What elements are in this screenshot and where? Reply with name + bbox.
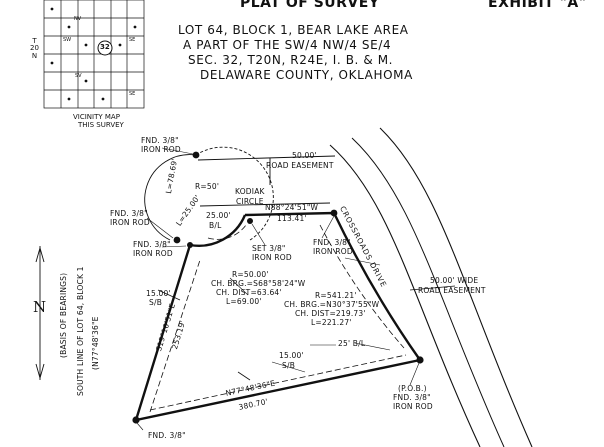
set-rod-1: SET 3/8"	[252, 244, 286, 253]
fnd-rod-left-2: IRON ROD	[110, 218, 150, 227]
vm-label-se-2: SE	[129, 91, 136, 97]
top-bl-distance: 25.00'	[206, 211, 231, 220]
basis-of-bearings-3: (N77°48'36"E	[91, 316, 100, 370]
kodiak-radius: R=50'	[195, 182, 220, 191]
plat-title: PLAT OF SURVEY	[240, 0, 380, 11]
setback-lines	[149, 224, 407, 413]
top-easement-width: 50.00'	[292, 151, 317, 160]
fnd-rod-right-1: FND. 3/8"	[313, 238, 351, 247]
vicinity-map-grid	[43, 0, 145, 109]
lot-curve-bearing: CH. BRG.=S68°58'24"W	[211, 279, 306, 288]
legal-line-4: DELAWARE COUNTY, OKLAHOMA	[200, 68, 413, 82]
lot-curve-chord: CH. DIST=63.64'	[216, 288, 282, 297]
top-bl-label: B/L	[209, 221, 222, 230]
vm-label-nv: NV	[74, 16, 82, 22]
top-easement-label: ROAD EASEMENT	[266, 161, 334, 170]
kodiak-label-1: KODIAK	[235, 187, 265, 196]
fnd-rod-bottom: FND. 3/8"	[148, 431, 186, 440]
fnd-rod-left-1: FND. 3/8"	[110, 209, 148, 218]
road-curve-chord: CH. DIST=219.73'	[295, 309, 366, 318]
basis-of-bearings-1: (BASIS OF BEARINGS)	[59, 272, 68, 358]
north-arrow	[35, 246, 45, 380]
crossroads-drive-road	[329, 127, 533, 447]
road-curve-length: L=221.27'	[311, 318, 352, 327]
pob-fnd-1: FND. 3/8"	[393, 393, 431, 402]
vicinity-caption-2: THIS SURVEY	[78, 121, 124, 129]
pob-fnd-2: IRON ROD	[393, 402, 433, 411]
section-32-label: 32	[100, 43, 110, 51]
kodiak-circle	[144, 146, 274, 241]
vm-label-sw: SW	[63, 37, 72, 43]
vicinity-map-dots	[50, 7, 137, 101]
north-line-bearing: N88°24'51"W	[265, 203, 319, 212]
west-sb-distance: 15.00'	[146, 289, 171, 298]
dimension-arrows	[157, 285, 456, 381]
vm-label-se: SE	[129, 37, 136, 43]
fnd-rod-midleft-2: IRON ROD	[133, 249, 173, 258]
fnd-rod-top-1: FND. 3/8"	[141, 136, 179, 145]
vicinity-caption-1: VICINITY MAP	[73, 113, 120, 121]
north-line-distance: 113.41'	[277, 214, 307, 223]
exhibit-label: EXHIBIT "A"	[488, 0, 587, 11]
south-sb-label: S/B	[282, 361, 296, 370]
township-label: T 20 N	[30, 37, 39, 60]
wide-easement-label: ROAD EASEMENT	[418, 286, 486, 295]
section-32-marker	[97, 40, 113, 56]
lot-curve-length: L=69.00'	[226, 297, 262, 306]
set-rod-2: IRON ROD	[252, 253, 292, 262]
pob-label: (P.O.B.)	[398, 384, 427, 393]
monuments	[132, 151, 424, 424]
legal-line-1: LOT 64, BLOCK 1, BEAR LAKE AREA	[178, 23, 409, 37]
road-curve-radius: R=541.21'	[315, 291, 357, 300]
south-sb-distance: 15.00'	[279, 351, 304, 360]
fnd-rod-top-2: IRON ROD	[141, 145, 181, 154]
east-bl-label: 25' B/L	[338, 339, 366, 348]
fnd-rod-right-2: IRON ROD	[313, 247, 353, 256]
road-curve-bearing: CH. BRG.=N30°37'55"W	[284, 300, 380, 309]
vm-label-sv: SV	[75, 73, 82, 79]
legal-line-2: A PART OF THE SW/4 NW/4 SE/4	[183, 38, 392, 52]
wide-easement-width: 50.00' WIDE	[430, 276, 479, 285]
basis-of-bearings-2: SOUTH LINE OF LOT 64, BLOCK 1	[76, 266, 85, 396]
legal-line-3: SEC. 32, T20N, R24E, I. B. & M.	[188, 53, 394, 67]
lot-curve-radius: R=50.00'	[232, 270, 269, 279]
fnd-rod-midleft-1: FND. 3/8"	[133, 240, 171, 249]
leader-lines	[136, 147, 420, 431]
north-arrow-letter: N	[33, 298, 47, 316]
kodiak-label-2: CIRCLE	[236, 197, 264, 206]
west-sb-label: S/B	[149, 298, 163, 307]
